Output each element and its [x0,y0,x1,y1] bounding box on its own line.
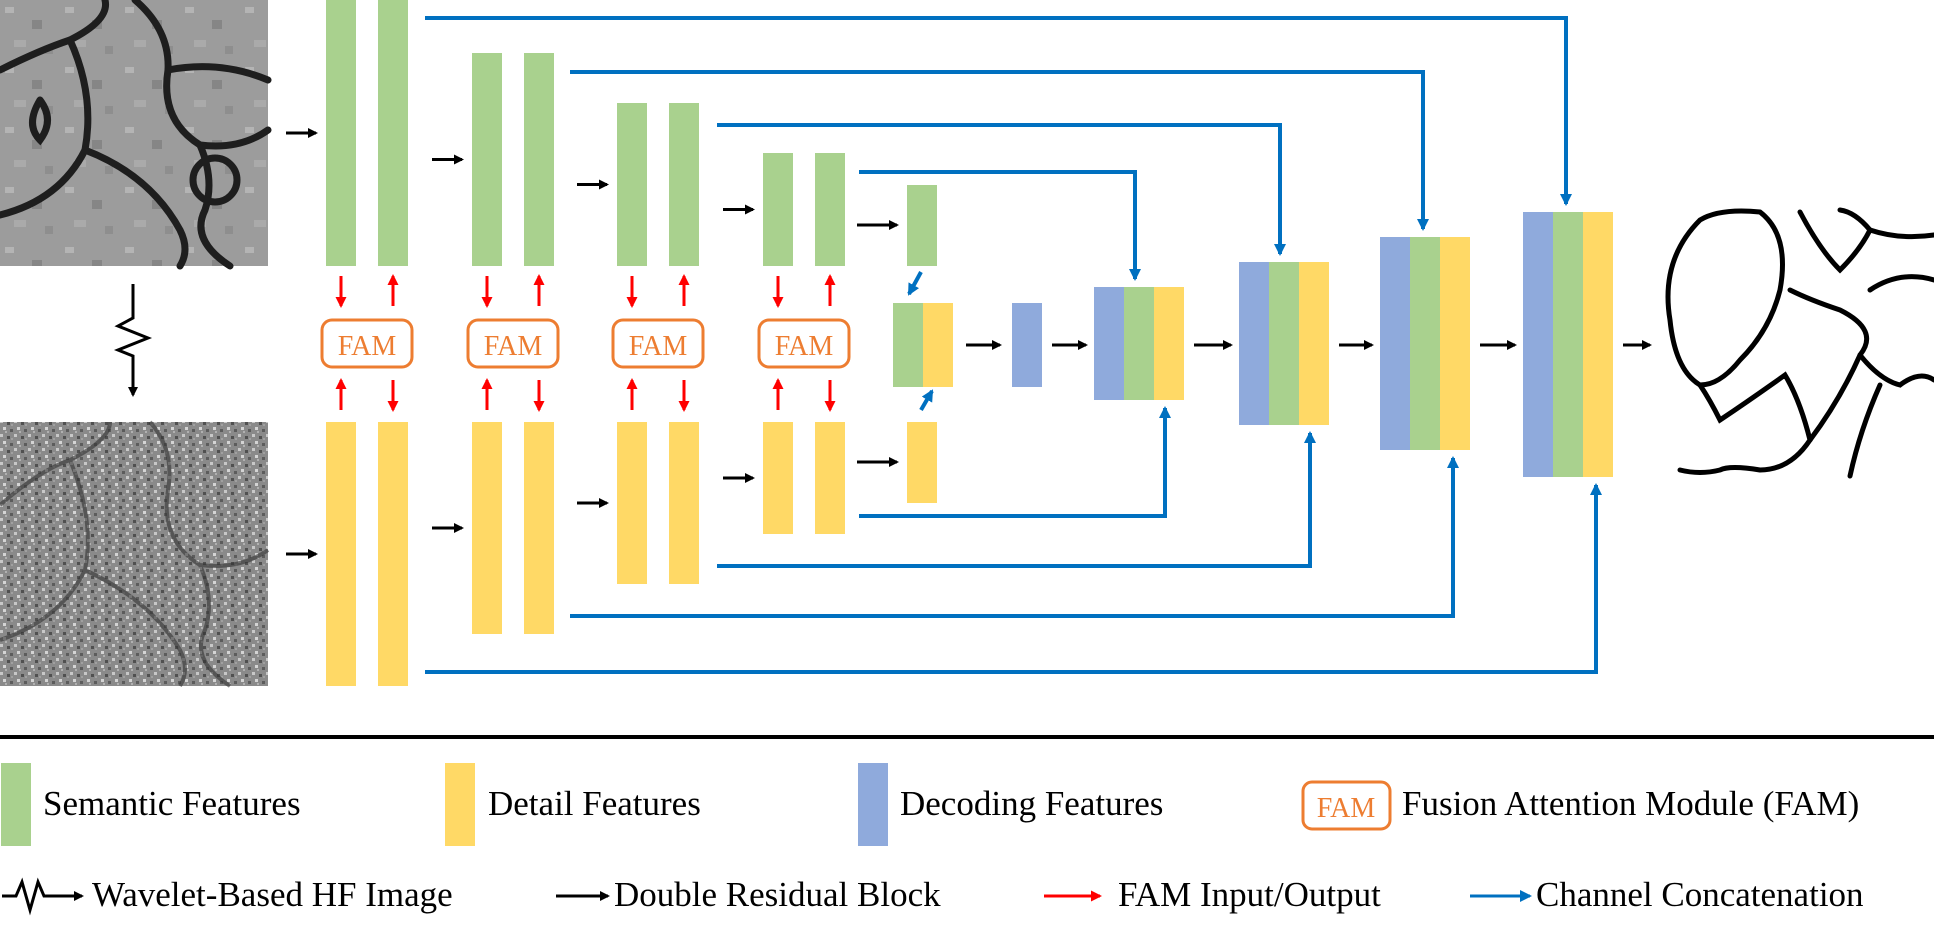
semantic-feature-block [1124,287,1154,400]
decoding-feature-block [1239,262,1269,425]
legend-fam-io-label: FAM Input/Output [1118,875,1381,914]
semantic-skip-connection [570,70,1429,231]
semantic-skip-connection [425,16,1572,206]
semantic-feature-block [763,153,793,266]
detail-skip-connection [425,483,1602,674]
detail-feature-block [472,422,502,634]
fam-label: FAM [629,331,688,362]
detail-feature-block [1299,262,1329,425]
detail-feature-block [923,303,953,387]
detail-feature-block [326,422,356,686]
semantic-skip-connection [859,170,1141,281]
legend: Semantic Features Detail Features Decodi… [1,763,1864,916]
legend-wavelet-icon [2,877,84,916]
fam-modules: FAM FAM FAM FAM [320,318,851,369]
input-hf-image [0,420,270,688]
fam-box [466,318,560,369]
semantic-feature-block [1553,212,1583,477]
semantic-feature-block [1269,262,1299,425]
semantic-feature-block [617,103,647,266]
fam-box [611,318,705,369]
detail-feature-block [1440,237,1470,450]
fam-io-arrows [335,274,836,412]
detail-feature-block [907,422,937,503]
decoding-feature-block [1380,237,1410,450]
detail-feature-block [1154,287,1184,400]
decoding-feature-block [1012,303,1042,387]
legend-drb-label: Double Residual Block [614,875,941,914]
semantic-feature-block [524,53,554,266]
semantic-feature-block [893,303,923,387]
legend-decoding-label: Decoding Features [900,784,1163,823]
semantic-feature-block [472,53,502,266]
concat-arrow [907,271,923,296]
decoder-blocks [893,212,1613,477]
wavelet-transform-icon [113,284,153,397]
semantic-feature-block [907,185,937,266]
legend-decoding-swatch [858,763,888,846]
concat-arrow [919,389,934,412]
detail-skip-connection [859,406,1171,518]
semantic-skip-connection [717,123,1286,256]
detail-skip-connection [570,456,1459,618]
decoding-feature-block [1523,212,1553,477]
legend-semantic-label: Semantic Features [43,784,301,823]
encoder-blocks [326,0,937,686]
detail-feature-block [617,422,647,584]
legend-detail-swatch [445,763,475,846]
output-segmentation-image [1665,207,1934,479]
legend-detail-label: Detail Features [488,784,701,823]
input-em-image [0,0,272,270]
detail-feature-block [815,422,845,534]
double-residual-arrows [286,128,1652,559]
legend-wavelet-label: Wavelet-Based HF Image [92,875,453,914]
fam-label: FAM [338,331,397,362]
fam-label: FAM [775,331,834,362]
detail-feature-block [378,422,408,686]
legend-semantic-swatch [1,763,31,846]
semantic-feature-block [326,0,356,266]
legend-fam-box-label: FAM [1317,793,1376,824]
detail-feature-block [763,422,793,534]
detail-feature-block [524,422,554,634]
fam-box [320,318,414,369]
semantic-feature-block [669,103,699,266]
detail-feature-block [1583,212,1613,477]
fam-label: FAM [484,331,543,362]
fam-box [757,318,851,369]
legend-concat-label: Channel Concatenation [1536,875,1864,914]
concatenation-arrows [425,16,1602,674]
decoding-feature-block [1094,287,1124,400]
semantic-feature-block [1410,237,1440,450]
semantic-feature-block [815,153,845,266]
detail-feature-block [669,422,699,584]
detail-skip-connection [717,431,1316,568]
semantic-feature-block [378,0,408,266]
legend-fam-label: Fusion Attention Module (FAM) [1402,784,1859,823]
legend-fam-box [1301,780,1392,831]
